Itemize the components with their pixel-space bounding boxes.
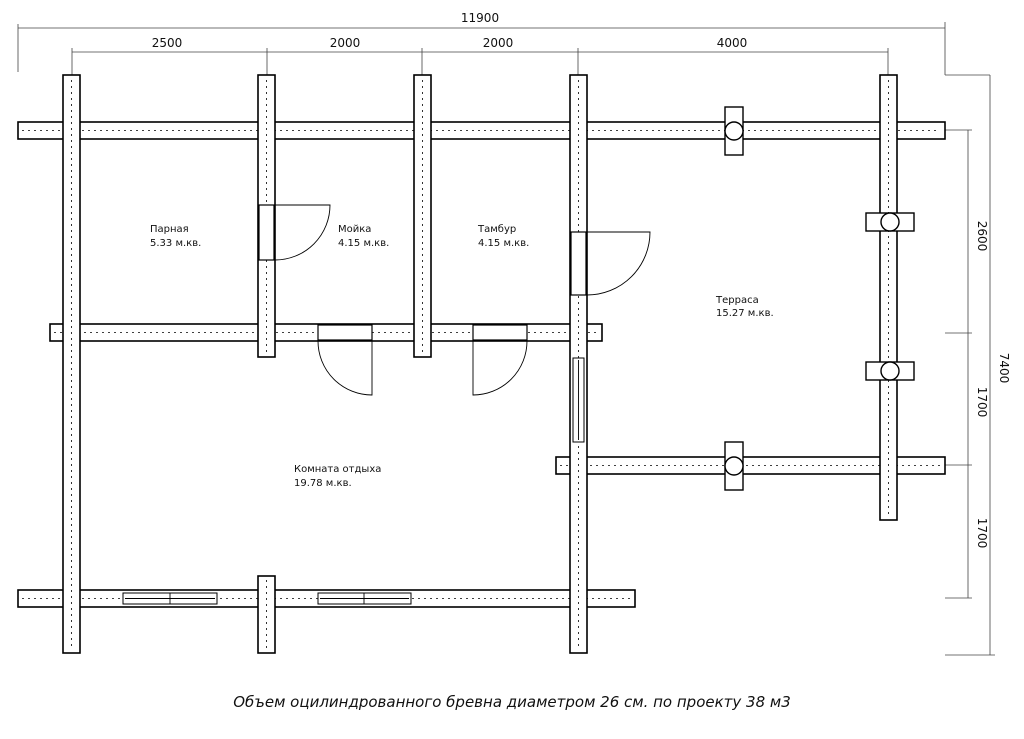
room-steam-area: 5.33 м.кв. (150, 238, 201, 249)
vertical-walls (62, 74, 898, 654)
right-dimension-chain: 7400 2600 1700 1700 (945, 75, 1011, 656)
room-terrace-name: Терраса (715, 295, 759, 306)
terrace-posts (724, 106, 915, 491)
room-terrace-area: 15.27 м.кв. (716, 308, 774, 319)
segment-label-2: 2000 (330, 36, 361, 50)
room-rest-name: Комната отдыха (294, 464, 381, 475)
door-opening-vestibule-rest (472, 324, 528, 341)
plan-caption: Объем оцилиндрованного бревна диаметром … (233, 693, 791, 711)
door-swing-steam (274, 204, 331, 261)
door-opening-vestibule (570, 231, 587, 296)
total-height-label: 7400 (997, 353, 1011, 384)
room-rest-area: 19.78 м.кв. (294, 478, 352, 489)
door-swing-vestibule-rest (472, 340, 528, 396)
right-segment-label-3: 1700 (975, 518, 989, 549)
post-right-upper-round (880, 212, 900, 232)
right-segment-label-1: 2600 (975, 221, 989, 252)
door-swing-wash (317, 340, 373, 396)
top-dimension-chain: 11900 2500 2000 2000 4000 (17, 11, 990, 76)
wall-wash-vestibule (413, 74, 432, 358)
room-wash-area: 4.15 м.кв. (338, 238, 389, 249)
right-segment-label-2: 1700 (975, 387, 989, 418)
door-opening-wash (317, 324, 373, 341)
door-opening-steam (258, 204, 275, 261)
wall-top (17, 121, 946, 140)
door-swing-vestibule (586, 231, 651, 296)
room-vestibule-name: Тамбур (477, 224, 516, 235)
room-labels: Парная 5.33 м.кв. Мойка 4.15 м.кв. Тамбу… (150, 224, 774, 489)
segment-label-3: 2000 (483, 36, 514, 50)
wall-terrace-lower (555, 456, 946, 475)
room-vestibule-area: 4.15 м.кв. (478, 238, 529, 249)
doors (258, 204, 651, 396)
post-bottom-round (724, 456, 744, 476)
horizontal-walls (17, 121, 946, 608)
room-steam-name: Парная (150, 224, 189, 235)
segment-label-4: 4000 (717, 36, 748, 50)
wall-bottom-stub (257, 575, 276, 654)
post-right-lower-round (880, 361, 900, 381)
segment-label-1: 2500 (152, 36, 183, 50)
post-top-round (724, 121, 744, 141)
room-wash-name: Мойка (338, 224, 371, 235)
windows (122, 357, 585, 605)
total-width-label: 11900 (461, 11, 499, 25)
